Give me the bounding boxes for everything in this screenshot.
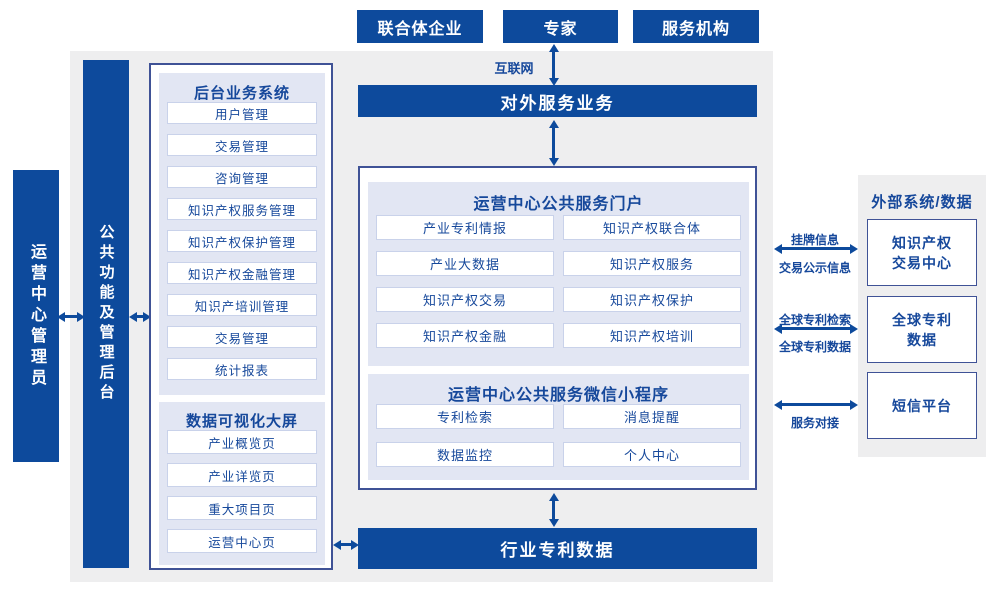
external-service-label: 对外服务业务 [500,93,615,113]
portal-item: 知识产权金融 [376,323,554,348]
arrow-dataviz-to-patent-data [340,543,352,546]
actor-service-organization: 服务机构 [633,10,759,43]
portal-item: 产业大数据 [376,251,554,276]
miniprogram-item: 消息提醒 [563,404,741,429]
actor-expert: 专家 [503,10,618,43]
center-container: 运营中心公共服务门户 产业专利情报 知识产权联合体 产业大数据 知识产权服务 知… [358,166,757,490]
actor-label: 联合体企业 [377,20,463,38]
dataviz-section: 数据可视化大屏 产业概览页 产业详览页 重大项目页 运营中心页 [159,402,325,565]
dataviz-item: 重大项目页 [167,496,317,520]
link-label-trade-publicity-info: 交易公示信息 [778,261,851,275]
backend-item: 知识产权服务管理 [167,198,317,220]
backend-item: 知识产权保护管理 [167,230,317,252]
arrow-to-ip-trade-center [781,247,851,250]
miniprogram-title: 运营中心公共服务微信小程序 [447,387,669,404]
arrow-admin-to-backend-rail [64,315,78,318]
backend-item: 咨询管理 [167,166,317,188]
external-box-ip-trade-center: 知识产权交易中心 [867,219,977,286]
external-systems-title: 外部系统/数据 [871,194,973,211]
dataviz-item: 产业概览页 [167,430,317,454]
dataviz-item: 运营中心页 [167,529,317,553]
left-container: 后台业务系统 用户管理 交易管理 咨询管理 知识产权服务管理 知识产权保护管理 … [149,63,333,570]
link-label-global-patent-search: 全球专利检索 [778,313,851,327]
external-box-sms-platform: 短信平台 [867,372,977,439]
portal-item: 知识产权交易 [376,287,554,312]
arrow-portal-to-patent-data [552,500,555,520]
external-box-label: 全球专利数据 [892,311,952,348]
portal-item: 产业专利情报 [376,215,554,240]
backend-system-section: 后台业务系统 用户管理 交易管理 咨询管理 知识产权服务管理 知识产权保护管理 … [159,73,325,395]
portal-item: 知识产权联合体 [563,215,741,240]
rail-operations-admin: 运营中心管理员 [13,170,59,462]
rail-label: 公共功能及管理后台 [97,224,115,404]
arrow-to-sms-platform [781,403,851,406]
backend-item: 知识产培训管理 [167,294,317,316]
industry-patent-data-bar: 行业专利数据 [358,528,757,569]
arrow-to-global-patent-data [781,327,851,330]
arrow-service-to-portal [552,127,555,159]
backend-item: 统计报表 [167,358,317,380]
miniprogram-item: 数据监控 [376,442,554,467]
external-box-global-patent-data: 全球专利数据 [867,296,977,363]
actor-label: 专家 [543,20,578,38]
backend-system-title: 后台业务系统 [193,85,290,102]
link-label-listing-info: 挂牌信息 [790,233,839,247]
actor-label: 服务机构 [661,20,730,38]
external-box-label: 短信平台 [892,397,952,414]
backend-item: 交易管理 [167,326,317,348]
rail-public-functions-backend: 公共功能及管理后台 [83,60,129,568]
portal-item: 知识产权服务 [563,251,741,276]
miniprogram-item: 个人中心 [563,442,741,467]
internet-label: 互联网 [494,61,534,76]
portal-item: 知识产权培训 [563,323,741,348]
actor-consortium-enterprise: 联合体企业 [357,10,483,43]
backend-item: 交易管理 [167,134,317,156]
external-systems-panel: 外部系统/数据 知识产权交易中心 全球专利数据 短信平台 [858,175,986,457]
link-label-global-patent-data: 全球专利数据 [778,340,851,354]
portal-section: 运营中心公共服务门户 产业专利情报 知识产权联合体 产业大数据 知识产权服务 知… [368,182,749,366]
external-service-bar: 对外服务业务 [358,85,757,117]
dataviz-title: 数据可视化大屏 [185,413,298,430]
arrow-actors-to-external-service [552,51,555,79]
backend-item: 知识产权金融管理 [167,262,317,284]
portal-title: 运营中心公共服务门户 [473,196,644,213]
miniprogram-item: 专利检索 [376,404,554,429]
backend-item: 用户管理 [167,102,317,124]
link-label-service-connection: 服务对接 [790,416,839,430]
dataviz-item: 产业详览页 [167,463,317,487]
arrow-rail-to-left-container [136,315,144,318]
industry-patent-data-label: 行业专利数据 [500,541,615,560]
portal-item: 知识产权保护 [563,287,741,312]
rail-label: 运营中心管理员 [28,242,45,390]
miniprogram-section: 运营中心公共服务微信小程序 专利检索 消息提醒 数据监控 个人中心 [368,374,749,480]
external-box-label: 知识产权交易中心 [892,234,952,271]
